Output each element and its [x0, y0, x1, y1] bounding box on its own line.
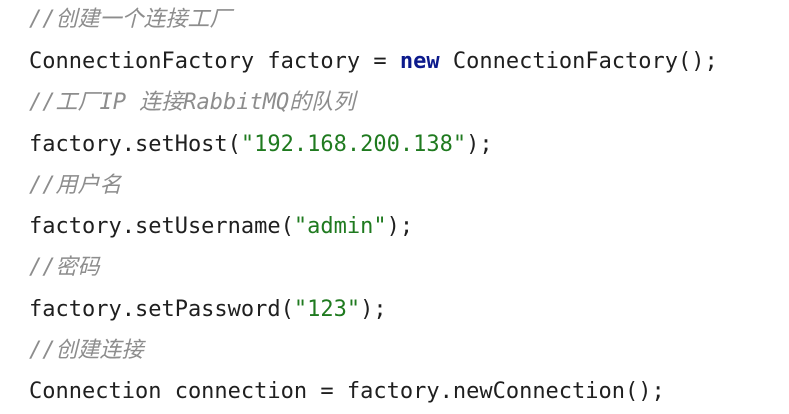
code-line-set-username: factory.setUsername("admin"); — [29, 207, 413, 247]
code-token: ); — [466, 132, 493, 157]
code-line-set-password: factory.setPassword("123"); — [29, 290, 387, 330]
string-username: "admin" — [293, 214, 387, 239]
code-token: ConnectionFactory(); — [439, 49, 718, 74]
string-password: "123" — [293, 297, 361, 322]
comment-factory-ip: //工厂IP 连接RabbitMQ的队列 — [29, 90, 356, 115]
code-token: factory.setPassword( — [29, 297, 294, 322]
comment-password: //密码 — [29, 255, 100, 280]
code-token: ); — [360, 297, 387, 322]
code-line-new-connection: Connection connection = factory.newConne… — [29, 372, 665, 412]
code-token: Connection connection = factory.newConne… — [29, 379, 665, 404]
comment-create-factory: //创建一个连接工厂 — [29, 7, 232, 32]
comment-create-connection: //创建连接 — [29, 338, 144, 363]
code-token: ConnectionFactory factory = — [29, 49, 400, 74]
code-token: factory.setUsername( — [29, 214, 294, 239]
string-host: "192.168.200.138" — [240, 132, 467, 157]
keyword-new: new — [399, 49, 440, 74]
code-token: factory.setHost( — [29, 132, 241, 157]
code-token: ); — [386, 214, 414, 239]
code-line-set-host: factory.setHost("192.168.200.138"); — [29, 125, 493, 165]
code-line-new-factory: ConnectionFactory factory = new Connecti… — [29, 42, 718, 82]
comment-username: //用户名 — [29, 173, 122, 198]
